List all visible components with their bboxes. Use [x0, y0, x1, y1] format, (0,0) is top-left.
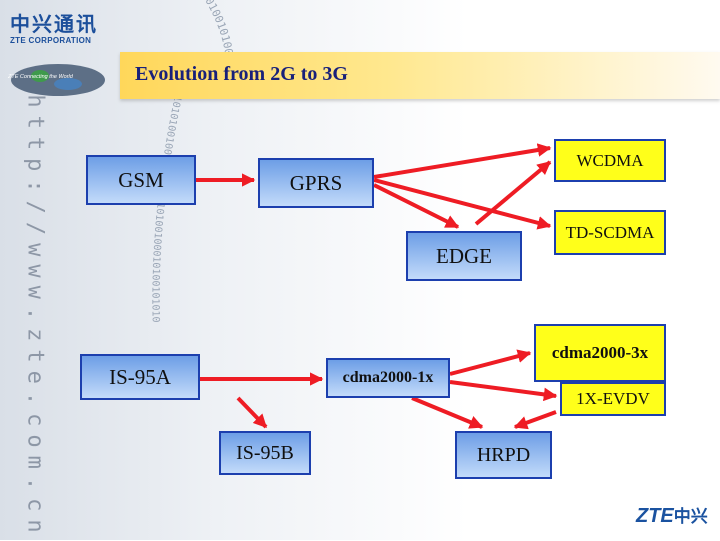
- node-cdma2000-1x-label: cdma2000-1x: [342, 369, 434, 386]
- zte-logo-top: 中兴通讯 ZTE CORPORATION: [10, 8, 98, 45]
- arrow-gprs-to-td-scdma: [373, 178, 552, 230]
- node-evdv-label: 1X-EVDV: [576, 389, 650, 408]
- page-title: Evolution from 2G to 3G: [135, 63, 348, 85]
- logo-bottom-chinese: 中兴: [673, 507, 708, 527]
- globe-icon: [11, 64, 105, 96]
- node-gprs-label: GPRS: [289, 170, 343, 195]
- node-gsm: GSM: [86, 155, 196, 205]
- arrow-edge-to-wcdma: [474, 160, 552, 226]
- node-cdma2000-3x-label: cdma2000-3x: [551, 343, 649, 362]
- arrow-cdma2000-1x-to-3x: [449, 349, 532, 376]
- node-evdv: 1X-EVDV: [560, 382, 666, 416]
- node-td-scdma-label: TD-SCDMA: [565, 222, 655, 242]
- node-wcdma-label: WCDMA: [576, 150, 644, 170]
- title-bar: Evolution from 2G to 3G: [120, 52, 720, 99]
- node-is95a-label: IS-95A: [109, 364, 171, 389]
- arrow-gprs-to-wcdma: [373, 143, 552, 179]
- logo-chinese-name: 中兴通讯: [10, 12, 98, 36]
- arrow-evdv-to-hrpd: [513, 410, 557, 430]
- node-is95a: IS-95A: [80, 354, 200, 400]
- node-wcdma: WCDMA: [554, 139, 666, 182]
- node-gsm-label: GSM: [118, 167, 164, 192]
- node-is95b-label: IS-95B: [236, 441, 294, 464]
- node-is95b: IS-95B: [219, 431, 311, 475]
- arrow-is95a-to-is95b: [236, 396, 268, 429]
- arrow-cdma2000-1x-to-hrpd: [411, 396, 484, 429]
- arrow-cdma2000-1x-to-evdv: [449, 380, 558, 402]
- zte-logo-bottom: ZTE中兴: [636, 502, 708, 528]
- node-hrpd-label: HRPD: [476, 443, 531, 466]
- node-gprs: GPRS: [258, 158, 374, 208]
- arrow-gprs-to-edge: [373, 183, 460, 229]
- node-cdma2000-3x: cdma2000-3x: [534, 324, 666, 382]
- logo-bottom-latin: ZTE: [636, 505, 674, 527]
- node-cdma2000-1x: cdma2000-1x: [326, 358, 450, 398]
- node-edge-label: EDGE: [436, 243, 492, 268]
- node-td-scdma: TD-SCDMA: [554, 210, 666, 255]
- node-hrpd: HRPD: [455, 431, 552, 479]
- node-edge: EDGE: [406, 231, 522, 281]
- logo-english-name: ZTE CORPORATION: [10, 36, 92, 45]
- tagline: ZTE Connecting the World: [8, 74, 73, 80]
